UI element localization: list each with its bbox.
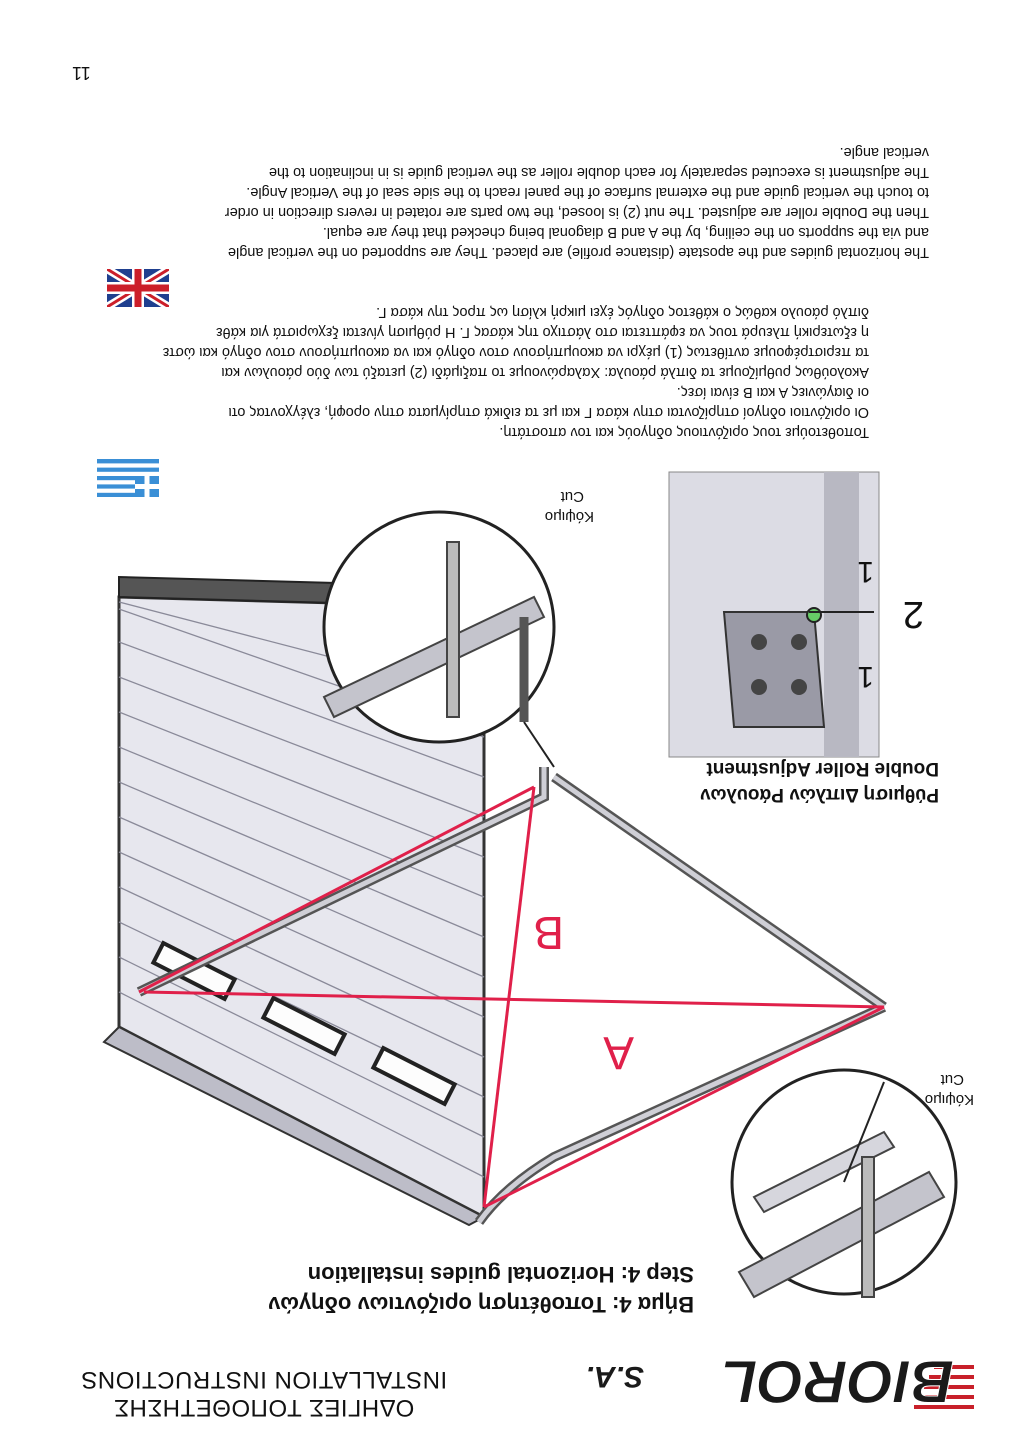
diagonal-lines bbox=[138, 785, 885, 1209]
diagonal-label-a: A bbox=[603, 1027, 634, 1079]
door-panel bbox=[102, 575, 487, 1227]
uk-flag-icon bbox=[107, 269, 169, 307]
english-line: Then the Double roller are adjusted. The… bbox=[224, 204, 929, 220]
panel-grooves bbox=[118, 601, 485, 1178]
greek-instructions: Τοποθετούμε τους οριζόντιους οδηγούς και… bbox=[163, 302, 869, 442]
biorol-logo: BIOROL S.A. bbox=[544, 1347, 974, 1427]
double-roller-title: Ρύθμιση Διπλών Ράουλων Double Roller Adj… bbox=[639, 755, 939, 807]
english-line: and via the supports on the ceiling, by … bbox=[322, 224, 929, 240]
title-greek: ΟΔΗΓΙΕΣ ΤΟΠΟΘΕΤΗΣΗΣ bbox=[113, 1394, 415, 1421]
english-line: vertical angle. bbox=[839, 144, 929, 160]
cut-label-greek-left: Κόψιμο bbox=[925, 1091, 974, 1108]
page-number: 11 bbox=[72, 63, 91, 83]
cut-label-english-left: Cut bbox=[940, 1071, 964, 1088]
title-english: INSTALLATION INSTRUCTIONS bbox=[80, 1366, 448, 1393]
brand-logo-graphic: BIOROL S.A. bbox=[586, 1348, 974, 1416]
english-line: The adjustment is executed separately fo… bbox=[268, 164, 929, 180]
step-title-greek: Βήμα 4: Τοποθέτηση οριζόντιων οδηγών bbox=[268, 1292, 694, 1317]
brand-suffix: S.A. bbox=[586, 1360, 644, 1393]
greek-line: η εξωτερική πλευρά τους να εφάπτεται στο… bbox=[216, 324, 869, 340]
english-instructions: The horizontal guides and the apostate (… bbox=[225, 142, 929, 262]
detail-circle-wall-bracket bbox=[322, 510, 556, 768]
english-line: to touch the vertical guide and the exte… bbox=[246, 184, 929, 200]
greek-line: Ακολούθως ρυθμίζουμε τα διπλά ράουλα: Χα… bbox=[221, 364, 869, 380]
greek-flag-graphic bbox=[97, 459, 159, 497]
greek-line: Τοποθετούμε τους οριζόντιους οδηγούς και… bbox=[499, 424, 869, 440]
double-roller-title-greek: Ρύθμιση Διπλών Ράουλων bbox=[699, 784, 939, 805]
brand-name: BIOROL bbox=[721, 1348, 954, 1415]
cut-label-greek-right: Κόψιμο bbox=[545, 508, 594, 525]
detail-circle-ceiling-bracket bbox=[730, 1068, 958, 1299]
detail-label-1-upper: 1 bbox=[857, 555, 874, 588]
double-roller-detail bbox=[668, 471, 880, 758]
door-windows bbox=[150, 940, 458, 1107]
diagonal-label-b: B bbox=[533, 907, 564, 959]
greek-line: Οι οριζόντιοι οδηγοί στηρίζονται στην κά… bbox=[228, 404, 869, 420]
greek-line: οι διαγώνιες Α και Β είναι ίσες. bbox=[676, 384, 869, 400]
horizontal-guides bbox=[136, 767, 887, 1225]
english-line: The horizontal guides and the apostate (… bbox=[227, 244, 929, 260]
uk-flag-graphic bbox=[107, 269, 169, 307]
detail-label-1-lower: 1 bbox=[857, 660, 874, 693]
cut-label-english-right: Cut bbox=[560, 488, 584, 505]
greek-line: τα περιστρέφουμε αντίθετως (1) μέχρι να … bbox=[162, 344, 869, 360]
horizontal-guides-highlight bbox=[137, 767, 886, 1224]
greek-line: διπλό ράουλο καθώς ο κάθετος οδηγός έχει… bbox=[376, 304, 869, 320]
step-title: Βήμα 4: Τοποθέτηση οριζόντιων οδηγών Ste… bbox=[214, 1259, 694, 1319]
double-roller-title-english: Double Roller Adjustment bbox=[706, 758, 939, 779]
greek-flag-icon bbox=[97, 459, 159, 497]
logo-stripes bbox=[914, 1365, 974, 1409]
document-title: ΟΔΗΓΙΕΣ ΤΟΠΟΘΕΤΗΣΗΣ INSTALLATION INSTRUC… bbox=[44, 1365, 484, 1421]
step-title-english: Step 4: Horizontal guides installation bbox=[307, 1262, 694, 1287]
detail-label-2: 2 bbox=[903, 593, 924, 635]
